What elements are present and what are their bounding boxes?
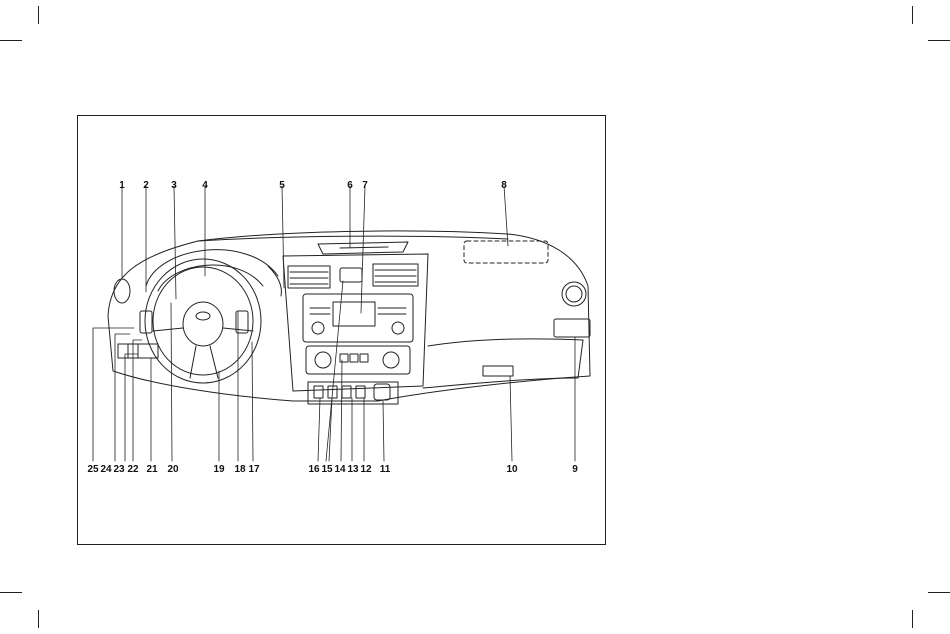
dashboard-figure: 1 2 3 4 5 6 7 8 25 24 23 22 21 20 19 18 … bbox=[77, 115, 606, 545]
callout-18: 18 bbox=[234, 465, 245, 475]
callout-7: 7 bbox=[362, 181, 368, 191]
callout-17: 17 bbox=[248, 465, 259, 475]
glove-box bbox=[423, 339, 583, 388]
callout-21: 21 bbox=[146, 465, 157, 475]
dashboard-illustration bbox=[78, 116, 607, 546]
callout-19: 19 bbox=[213, 465, 224, 475]
callout-5: 5 bbox=[279, 181, 285, 191]
callout-3: 3 bbox=[171, 181, 177, 191]
passenger-airbag-area bbox=[464, 241, 548, 263]
callout-24: 24 bbox=[100, 465, 111, 475]
callout-23: 23 bbox=[113, 465, 124, 475]
callout-25: 25 bbox=[87, 465, 98, 475]
callout-6: 6 bbox=[347, 181, 353, 191]
crop-mark bbox=[928, 40, 950, 41]
left-side-vent bbox=[114, 279, 130, 303]
wiper-lever bbox=[268, 266, 281, 296]
callout-4: 4 bbox=[202, 181, 208, 191]
crop-mark bbox=[928, 592, 950, 593]
climate-knob-right bbox=[383, 352, 399, 368]
crop-mark bbox=[0, 592, 22, 593]
callout-13: 13 bbox=[347, 465, 358, 475]
callout-1: 1 bbox=[119, 181, 125, 191]
callout-2: 2 bbox=[143, 181, 149, 191]
leader-lines bbox=[93, 186, 575, 461]
audio-knob-right bbox=[392, 322, 404, 334]
steering-wheel-hub bbox=[183, 302, 223, 346]
glove-box-handle bbox=[483, 366, 513, 376]
hazard-switch bbox=[340, 268, 362, 282]
callout-22: 22 bbox=[127, 465, 138, 475]
steering-wheel-rim bbox=[145, 259, 261, 383]
crop-mark bbox=[912, 6, 913, 24]
callout-10: 10 bbox=[506, 465, 517, 475]
crop-mark bbox=[38, 6, 39, 24]
callout-20: 20 bbox=[167, 465, 178, 475]
crop-mark bbox=[38, 610, 39, 628]
climate-knob-left bbox=[315, 352, 331, 368]
center-vent-right bbox=[373, 264, 418, 286]
audio-knob-left bbox=[312, 322, 324, 334]
callout-11: 11 bbox=[380, 465, 391, 475]
callout-16: 16 bbox=[308, 465, 319, 475]
crop-mark bbox=[912, 610, 913, 628]
callout-8: 8 bbox=[501, 181, 507, 191]
center-stack bbox=[283, 254, 428, 391]
callout-9: 9 bbox=[572, 465, 578, 475]
center-vent-left bbox=[288, 266, 330, 288]
callout-12: 12 bbox=[360, 465, 371, 475]
crop-mark bbox=[0, 40, 22, 41]
airbag-status-light bbox=[554, 319, 590, 337]
callout-15: 15 bbox=[321, 465, 332, 475]
power-socket bbox=[374, 384, 390, 400]
dashboard-outline bbox=[108, 231, 590, 401]
dashboard-top-edge bbox=[198, 236, 508, 241]
audio-unit bbox=[303, 294, 413, 342]
callout-14: 14 bbox=[334, 465, 345, 475]
